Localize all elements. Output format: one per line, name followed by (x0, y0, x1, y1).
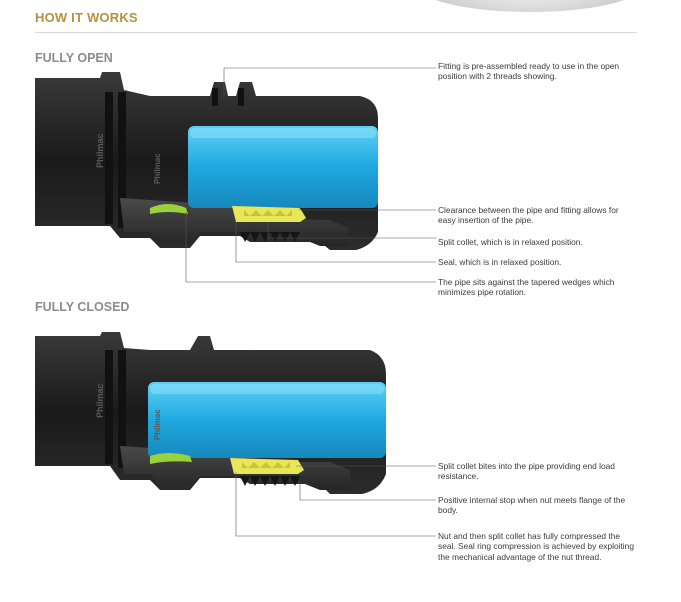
note-internal-stop: Positive internal stop when nut meets fl… (438, 495, 626, 516)
seal-closed (150, 453, 192, 464)
note-pre-assembled: Fitting is pre-assembled ready to use in… (438, 61, 620, 82)
leader-lines-closed (235, 465, 436, 537)
thread-ribs-open (105, 88, 244, 228)
svg-text:Philmac: Philmac (95, 383, 105, 418)
pipe-open (188, 126, 378, 208)
svg-text:Philmac: Philmac (153, 153, 162, 184)
diagram-fully-open: Philmac Philmac (35, 67, 436, 283)
note-split-collet: Split collet, which is in relaxed positi… (438, 237, 583, 247)
collet-teeth-open (240, 232, 300, 242)
pipe-closed (148, 382, 386, 458)
note-clearance: Clearance between the pipe and fitting a… (438, 205, 619, 226)
note-seal-compressed: Nut and then split collet has fully comp… (438, 531, 634, 562)
svg-text:Philmac: Philmac (153, 409, 162, 440)
diagram-fully-closed: Philmac Philmac (35, 332, 436, 537)
brand-mark-open: Philmac (95, 133, 105, 168)
header-divider (35, 32, 637, 33)
section-title-fully-open: FULLY OPEN (35, 51, 113, 65)
page-title: HOW IT WORKS (35, 10, 138, 25)
note-tapered-wedges: The pipe sits against the tapered wedges… (438, 277, 615, 298)
leader-lines-open (185, 67, 436, 283)
seal-open (150, 204, 188, 214)
note-seal: Seal, which is in relaxed position. (438, 257, 562, 267)
thread-ribs-closed (105, 350, 126, 468)
note-collet-bites: Split collet bites into the pipe providi… (438, 461, 615, 482)
collet-teeth-closed (240, 476, 300, 486)
section-title-fully-closed: FULLY CLOSED (35, 300, 130, 314)
